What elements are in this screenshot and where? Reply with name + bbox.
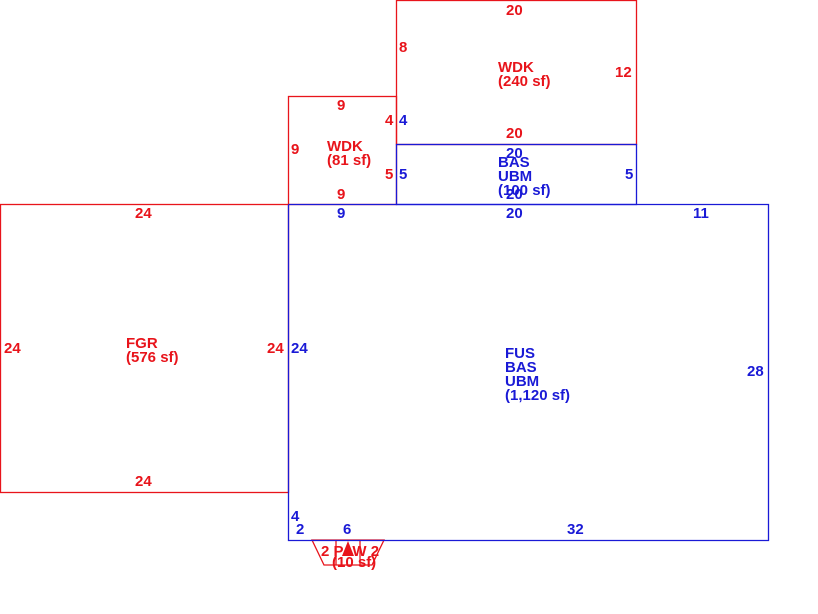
wdk-small-area: (81 sf) [327,152,371,169]
wdk-small-dim-left: 9 [291,141,299,158]
wdk-small-dim-right-upper: 4 [385,112,394,129]
wdk-small-code: WDK [327,138,363,155]
main-dim-top-left: 9 [337,205,345,222]
wdk-small-dim-bottom: 9 [337,186,345,203]
fgr-dim-left: 24 [4,340,21,357]
bas-ubm-small-dim-top: 20 [506,145,523,162]
fgr-code: FGR [126,335,158,352]
main-dim-bottom-stub: 6 [343,521,351,538]
fgr-area: (576 sf) [126,349,179,366]
wdk-small-dim-right-lower: 5 [385,166,393,183]
paw-area: (10 sf) [332,554,376,571]
main-line3: UBM [505,373,539,390]
paw-code: 2 PAW 2 [321,543,379,560]
bas-ubm-small-dim-left-upper: 4 [399,112,408,129]
main-outline [287,203,770,542]
bas-ubm-small-line1: BAS [498,154,530,171]
main-dim-top-right: 11 [693,205,709,222]
main-dim-left-lower: 4 [291,508,300,525]
fgr-dim-right: 24 [267,340,284,357]
fgr-dim-bottom: 24 [135,473,152,490]
fgr-dim-top: 24 [135,205,152,222]
main-line2: BAS [505,359,537,376]
bas-ubm-small-line2: UBM [498,168,532,185]
main-line1: FUS [505,345,535,362]
wdk-top-area: (240 sf) [498,73,551,90]
bas-ubm-small-dim-bottom: 20 [506,186,523,203]
main-dim-top-mid: 20 [506,205,523,222]
bas-ubm-small-area: (100 sf) [498,182,551,199]
main-dim-right: 28 [747,363,764,380]
main-area: (1,120 sf) [505,387,570,404]
main-dim-bottom: 32 [567,521,584,538]
wdk-top-dim-top: 20 [506,2,523,19]
paw-arrow-icon [342,541,354,556]
wdk-small-dim-top: 9 [337,97,345,114]
bas-ubm-small-dim-right: 5 [625,166,633,183]
main-dim-left: 24 [291,340,308,357]
wdk-top-code: WDK [498,59,534,76]
wdk-top-dim-bottom: 20 [506,125,523,142]
bas-ubm-small-dim-left-lower: 5 [399,166,407,183]
wdk-top-dim-right: 12 [615,64,632,81]
wdk-top-dim-left: 8 [399,39,407,56]
main-dim-bottom-left: 2 [296,521,304,538]
